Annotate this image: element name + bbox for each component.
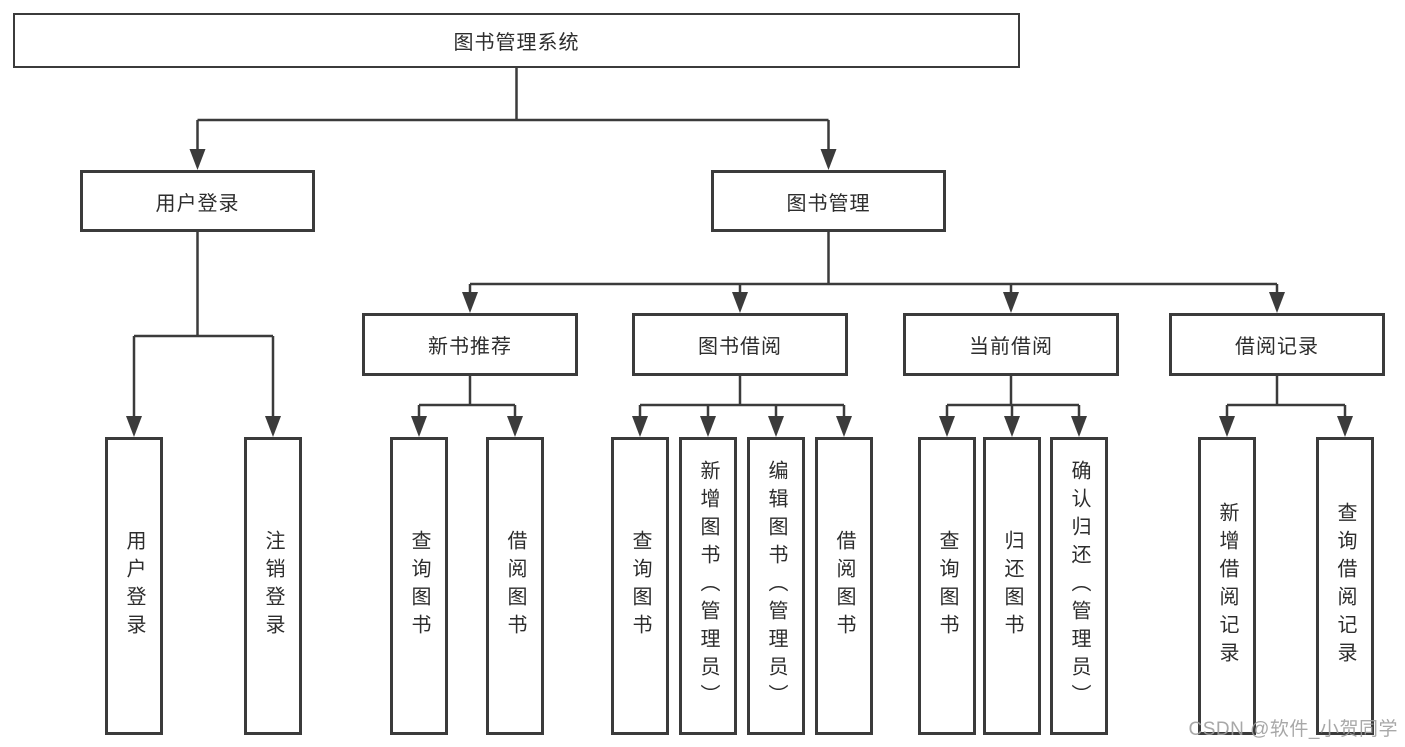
leaf-user-login-label: 用户登录 <box>123 530 145 642</box>
leaf-borrow-books-recommend-label: 借阅图书 <box>504 530 526 642</box>
leaf-borrow-books-recommend: 借阅图书 <box>486 437 544 735</box>
arrowhead-icons <box>126 149 1353 437</box>
leaf-query-books-borrowing-label: 查询图书 <box>629 530 651 642</box>
node-book-borrowing-label: 图书借阅 <box>698 336 782 358</box>
node-user-login-label: 用户登录 <box>155 192 240 215</box>
leaf-confirm-return-admin-label: 确认归还（管理员） <box>1068 460 1090 712</box>
leaf-query-borrow-record: 查询借阅记录 <box>1316 437 1374 735</box>
leaf-query-books-recommend: 查询图书 <box>390 437 448 735</box>
leaf-return-book: 归还图书 <box>983 437 1041 735</box>
node-root-label: 图书管理系统 <box>453 32 580 54</box>
leaf-borrow-books-label: 借阅图书 <box>833 530 855 642</box>
leaf-query-books-current-label: 查询图书 <box>936 530 958 642</box>
leaf-edit-book-admin-label: 编辑图书（管理员） <box>765 460 787 712</box>
leaf-user-login: 用户登录 <box>105 437 163 735</box>
node-current-borrowing: 当前借阅 <box>903 313 1119 376</box>
node-new-book-recommend: 新书推荐 <box>362 313 578 376</box>
leaf-add-book-admin-label: 新增图书（管理员） <box>697 460 719 712</box>
csdn-watermark: CSDN @软件_小贺同学 <box>1188 719 1398 740</box>
leaf-logout: 注销登录 <box>244 437 302 735</box>
node-book-borrowing: 图书借阅 <box>632 313 848 376</box>
leaf-add-borrow-record: 新增借阅记录 <box>1198 437 1256 735</box>
node-current-borrowing-label: 当前借阅 <box>969 336 1053 358</box>
node-new-book-recommend-label: 新书推荐 <box>428 336 512 358</box>
leaf-edit-book-admin: 编辑图书（管理员） <box>747 437 805 735</box>
leaf-query-books-current: 查询图书 <box>918 437 976 735</box>
node-borrowing-records-label: 借阅记录 <box>1235 336 1319 358</box>
leaf-add-borrow-record-label: 新增借阅记录 <box>1216 502 1238 670</box>
leaf-logout-label: 注销登录 <box>262 530 284 642</box>
node-user-login: 用户登录 <box>80 170 315 232</box>
leaf-query-books-borrowing: 查询图书 <box>611 437 669 735</box>
leaf-query-borrow-record-label: 查询借阅记录 <box>1334 502 1356 670</box>
leaf-query-books-recommend-label: 查询图书 <box>408 530 430 642</box>
node-book-management: 图书管理 <box>711 170 946 232</box>
leaf-confirm-return-admin: 确认归还（管理员） <box>1050 437 1108 735</box>
leaf-borrow-books: 借阅图书 <box>815 437 873 735</box>
node-book-management-label: 图书管理 <box>786 192 871 215</box>
leaf-return-book-label: 归还图书 <box>1001 530 1023 642</box>
node-root: 图书管理系统 <box>13 13 1020 68</box>
node-borrowing-records: 借阅记录 <box>1169 313 1385 376</box>
leaf-add-book-admin: 新增图书（管理员） <box>679 437 737 735</box>
